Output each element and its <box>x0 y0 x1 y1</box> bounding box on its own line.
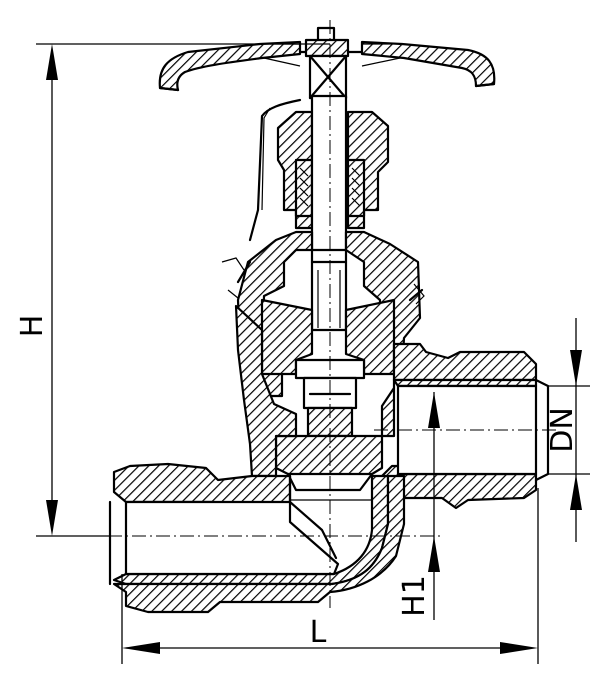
stem-nut <box>270 26 392 100</box>
dimension-dn: DN <box>545 318 590 542</box>
label-h1: H1 <box>397 575 432 617</box>
label-l: L <box>310 615 327 650</box>
dimension-h1: H1 <box>397 392 440 620</box>
dimension-h: H <box>15 43 330 537</box>
gland <box>276 110 390 230</box>
valve-body <box>108 304 550 614</box>
label-h: H <box>15 315 50 338</box>
dimension-l: L <box>121 488 539 664</box>
label-dn: DN <box>545 407 580 453</box>
lock-wire <box>248 98 302 242</box>
valve-disc <box>274 434 384 492</box>
stem <box>310 94 348 332</box>
center-lines <box>60 20 560 608</box>
